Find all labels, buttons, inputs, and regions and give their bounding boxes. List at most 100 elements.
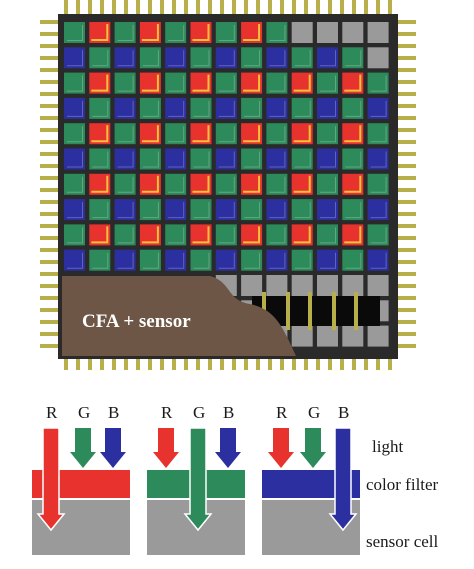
blue-filter-cell [266,249,288,271]
green-filter-cell [266,123,288,145]
red-filter-cell [291,173,313,195]
red-filter-cell [139,22,161,43]
blue-filter-cell [64,148,85,170]
chip-pin [40,260,58,264]
chip-pin [398,212,416,216]
chip-pin [40,92,58,96]
cell-highlight [91,74,109,92]
blue-filter-cell [317,199,338,221]
green-filter-cell [190,47,212,69]
blue-filter-cell [165,47,187,69]
sensor-cell [367,325,389,347]
green-filter-cell [139,97,161,119]
cell-highlight [141,74,159,92]
sensor-cell [317,275,338,296]
blue-filter-cell [114,249,136,271]
green-filter-cell [266,224,288,246]
blocked-light-arrow [215,428,241,468]
chip-pin [398,320,416,324]
chip-pin [40,68,58,72]
chip-pin [376,359,380,370]
green-filter-cell [190,97,212,119]
cfa-sensor-label: CFA + sensor [82,311,191,332]
blue-filter-cell [266,47,288,69]
green-filter-cell [64,22,85,43]
sensor-cell [342,325,364,347]
red-filter-cell [291,72,313,94]
cell-highlight [141,226,159,244]
green-filter-cell [241,148,263,170]
green-filter-cell [291,97,313,119]
chip-pin [40,128,58,132]
blocked-light-arrow [100,428,126,468]
chip-pin [280,0,284,14]
blue-filter-cell [367,148,389,170]
chip-pin [172,359,176,370]
blue-filter-cell [165,97,187,119]
chip-pin [88,0,92,14]
sensor-trace [332,292,336,330]
blue-filter-cell [64,97,85,119]
chip-pin [40,32,58,36]
sensor-trace [286,292,290,330]
chip-pin [268,359,272,370]
sensor-cell [291,275,313,296]
chip-pin [398,284,416,288]
cell-highlight [192,226,210,244]
red-filter-cell [190,224,212,246]
cell-highlight [192,74,210,92]
sensor-cell-block [32,500,130,555]
cell-highlight [243,226,261,244]
green-filter-cell [64,123,85,145]
blue-filter-cell [64,199,85,221]
cell-highlight [243,24,261,41]
chip-pin [160,359,164,370]
chip-pin [304,0,308,14]
blue-filter-cell [266,97,288,119]
red-filter-cell [342,224,364,246]
sensor-cell [241,275,263,296]
chip-pin [364,0,368,14]
blue-filter-cell [317,47,338,69]
channel-label-b: B [108,403,119,422]
chip-pin [388,359,392,370]
green-filter-cell [139,249,161,271]
red-filter-cell [241,224,263,246]
cell-highlight [192,175,210,193]
chip-pin [268,0,272,14]
sensor-cell-block [147,500,245,555]
color-filter-bar [32,470,130,498]
green-filter-cell [241,47,263,69]
blue-filter-cell [317,249,338,271]
chip-pin [398,116,416,120]
chip-pin [398,248,416,252]
chip-pin [256,0,260,14]
chip-pin [398,140,416,144]
blue-filter-cell [317,148,338,170]
chip-pin [40,80,58,84]
red-filter-cell [89,72,111,94]
channel-label-g: G [308,403,320,422]
chip-pin [244,359,248,370]
blue-filter-cell [165,249,187,271]
red-filter-cell [139,224,161,246]
chip-pin [40,308,58,312]
chip-pin [376,0,380,14]
chip-pin [398,164,416,168]
chip-pin [280,359,284,370]
red-filter-cell [342,123,364,145]
chip-pin [100,359,104,370]
sensor-cell [342,22,364,43]
green-filter-cell [367,224,389,246]
blue-filter-cell [367,249,389,271]
chip-pin [40,212,58,216]
chip-pin [220,0,224,14]
cell-highlight [243,74,261,92]
sensor-cell [291,22,313,43]
chip-pin [220,359,224,370]
chip-pin [100,0,104,14]
chip-pin [64,0,68,14]
green-filter-cell [215,22,237,43]
cell-highlight [91,24,109,41]
